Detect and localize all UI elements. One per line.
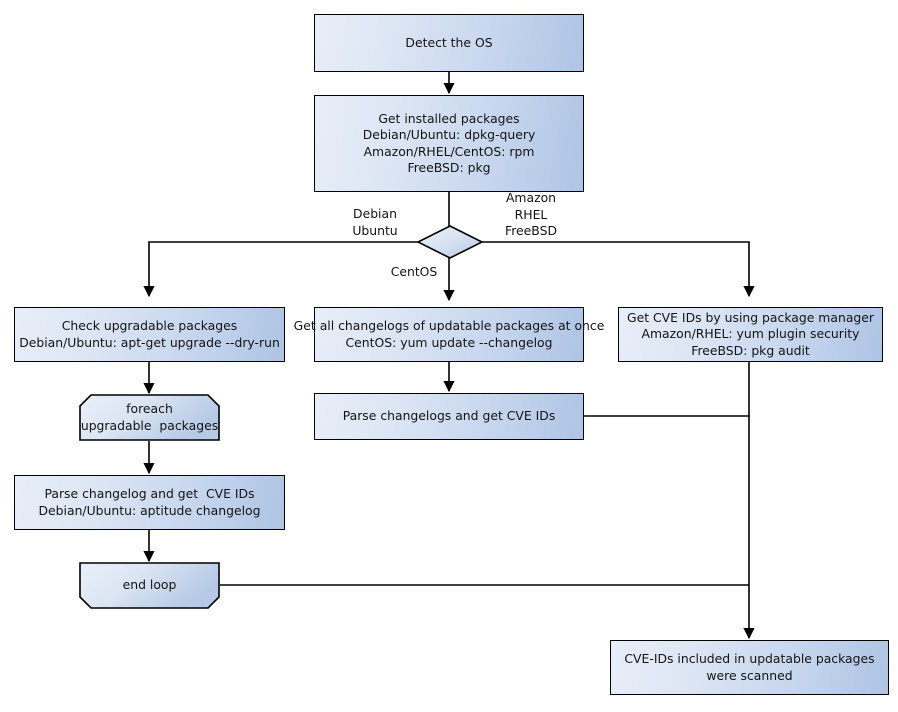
node-check-upgradable-packages[interactable]: Check upgradable packages Debian/Ubuntu:… — [14, 307, 285, 362]
node-detect-os[interactable]: Detect the OS — [314, 14, 584, 72]
edge-decision-right — [482, 241, 755, 298]
node-parse-changelogs-multi[interactable]: Parse changelogs and get CVE IDs — [314, 393, 584, 440]
edge-label-centos: CentOS — [390, 264, 438, 279]
node-os-decision[interactable] — [416, 224, 484, 260]
node-scanned-result[interactable]: CVE-IDs included in updatable packages w… — [610, 640, 889, 695]
node-get-cve-ids-package-manager[interactable]: Get CVE IDs by using package manager Ama… — [618, 307, 883, 362]
edge-decision-left — [143, 241, 418, 298]
node-get-all-changelogs[interactable]: Get all changelogs of updatable packages… — [294, 307, 604, 362]
node-foreach-loop[interactable]: foreach upgradable packages — [79, 394, 220, 441]
edge-label-amazon-rhel-freebsd: Amazon RHEL FreeBSD — [505, 190, 557, 238]
node-get-installed-packages[interactable]: Get installed packages Debian/Ubuntu: dp… — [314, 95, 584, 192]
edge-label-debian-ubuntu: Debian Ubuntu — [352, 206, 398, 238]
node-end-loop[interactable]: end loop — [79, 562, 220, 609]
node-parse-changelog-single[interactable]: Parse changelog and get CVE IDs Debian/U… — [14, 475, 285, 530]
